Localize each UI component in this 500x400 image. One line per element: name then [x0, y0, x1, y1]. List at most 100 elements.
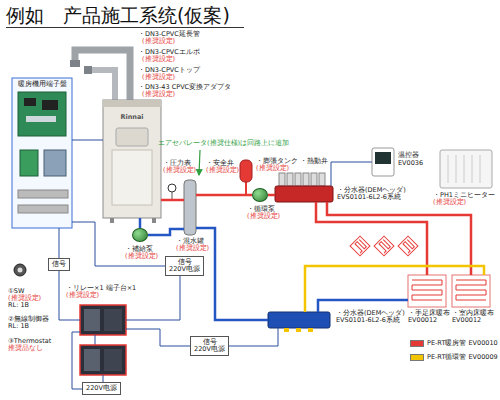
legend-row: PE-RT循環管 EV00009 — [410, 354, 498, 361]
water-pipe — [327, 202, 471, 275]
water-pipe — [305, 266, 484, 312]
manifold-port — [296, 328, 301, 332]
part-label: ③Thermostat — [8, 338, 51, 345]
floor-panel-shape — [452, 275, 490, 307]
legend-swatch — [410, 340, 424, 347]
water-pipe — [196, 194, 252, 197]
manifold: ・熱動弁・分水器(DEMヘッダ)EVS0101-6L2-6系統 — [275, 186, 333, 202]
node-label: 暖房機用端子盤 — [12, 81, 72, 88]
relay-part — [104, 349, 122, 371]
switch-icon — [14, 264, 26, 276]
circuit-board — [20, 150, 38, 176]
part-label: (推奨設定) — [8, 295, 41, 302]
signal-wire — [72, 332, 82, 389]
boiler: Rinnai — [103, 100, 161, 218]
node-label: ・リレー×1 端子台×1 — [66, 285, 136, 292]
switch-knob — [18, 268, 23, 273]
node-label: (推奨設定) — [247, 213, 280, 220]
node-label: ・PH1ミニヒーター — [433, 192, 495, 199]
node-label: ・循環泵 — [247, 206, 275, 213]
boiler-panel — [116, 128, 148, 146]
heater-fins — [448, 155, 480, 183]
callout-arrow — [199, 150, 200, 175]
floor-panel: ・室内床暖布EV00012 — [452, 275, 490, 307]
signal-box: 信号220V电源 — [165, 256, 204, 276]
valve-head — [303, 173, 309, 186]
node-label: (推奨設定) — [433, 199, 466, 206]
circulation-pump: ・循環泵(推奨設定) — [252, 188, 268, 202]
part-label: ・圧力表 — [163, 160, 191, 167]
manifold-port — [308, 328, 313, 332]
part-label: (推奨設定) — [163, 167, 196, 174]
thermostat: 温控器EV0036 — [372, 148, 394, 176]
node-label: (推奨設定) — [256, 165, 289, 172]
mixing-tank-shape — [184, 180, 196, 235]
node-label: ・分水器(DEMヘッダ) — [337, 187, 406, 194]
legend-swatch — [410, 354, 424, 361]
terminal-strip — [18, 190, 68, 198]
signal-wire — [72, 140, 103, 141]
part-label: ②無線制御器 — [8, 316, 49, 323]
signal-wire — [59, 228, 60, 258]
part-label: RL: 1B — [8, 302, 29, 309]
floor-tile — [398, 236, 418, 256]
circuit-board — [18, 92, 66, 136]
part-label: (推奨設定) — [206, 167, 239, 174]
part-label: 推奨品なし — [8, 345, 43, 352]
expansion-tank: ・膨張タンク(推奨設定) — [240, 160, 252, 182]
part-label: (推奨設定) — [142, 38, 175, 45]
terminal-panel: 暖房機用端子盤 — [12, 78, 72, 228]
feed-pump: ・補給泵(推奨設定) — [132, 228, 148, 242]
wire — [95, 335, 96, 345]
node-label: ・手足床暖布 — [408, 310, 450, 317]
boiler-stub — [110, 218, 114, 223]
node-label: EVS0101-6L2-6系統 — [336, 317, 400, 324]
relay-part — [84, 309, 100, 331]
signal-wire — [331, 162, 372, 186]
valve-head — [287, 173, 293, 186]
manifold: ・分水器(DEMヘッダ)EVS0101-6L2-6系統 — [268, 312, 330, 328]
floor-tile — [374, 236, 394, 256]
node-label: 信号 — [166, 259, 203, 266]
valve-head — [311, 173, 317, 186]
manifold-shape — [275, 186, 333, 202]
part-label: ・DN3-CPVCトップ — [138, 67, 200, 74]
part-label: ・DN3-CPVC延長管 — [138, 31, 200, 38]
panel-heater: ・PH1ミニヒーター(推奨設定) — [440, 150, 492, 188]
boiler-stub — [152, 218, 156, 223]
relay-shape — [80, 305, 126, 335]
water-pipe — [139, 218, 142, 228]
water-pipe — [161, 199, 184, 202]
part-label: (推奨設定) — [142, 74, 175, 81]
heater-shape — [440, 150, 492, 188]
node-label: ・補給泵 — [125, 246, 153, 253]
manifold-port — [284, 328, 289, 332]
floor-panel-shape — [408, 275, 446, 307]
part-label: (推奨設定) — [142, 91, 175, 98]
wire — [103, 375, 104, 382]
vent-cap — [70, 60, 80, 67]
boiler-body — [103, 100, 161, 218]
node-label: Rinnai — [103, 114, 161, 121]
node-label: 信号 — [49, 261, 69, 268]
node-label: ・膨張タンク — [256, 158, 298, 165]
node-label: 信号 — [191, 339, 228, 346]
legend-label: PE-RT暖房管 EV00010 — [427, 339, 498, 347]
legend-row: PE-RT暖房管 EV00010 — [410, 340, 498, 347]
node-label: (推奨設定) — [125, 253, 158, 260]
node-label: ・熱動弁 — [300, 158, 328, 165]
manifold-shape — [268, 312, 330, 328]
node-label: 220V电源 — [191, 346, 228, 353]
relay-part — [84, 349, 100, 371]
part-label: ・安全弁 — [206, 160, 234, 167]
part-label: (推奨設定) — [142, 56, 175, 63]
node-label: EV00012 — [408, 317, 437, 324]
part-label: ①SW — [8, 288, 24, 295]
water-pipe — [196, 228, 268, 320]
valve-head — [319, 173, 325, 186]
node-label: 220V电源 — [166, 266, 203, 273]
signal-box: 信号 — [48, 258, 70, 271]
